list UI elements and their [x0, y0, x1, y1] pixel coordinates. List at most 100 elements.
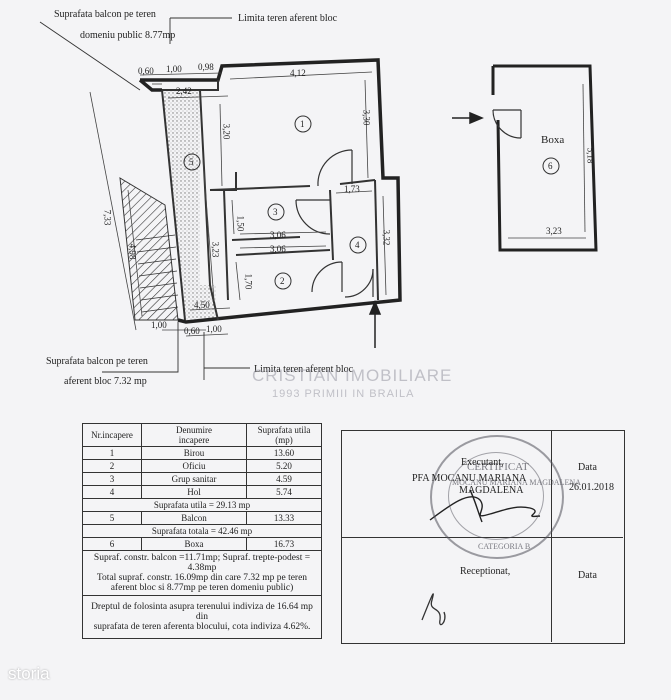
dim-label: 3,30: [361, 109, 372, 126]
room-number-2: 2: [280, 276, 285, 286]
cell-sup: 5.74: [246, 485, 322, 499]
boxa-number: 6: [548, 161, 553, 171]
dim-label: 4,98: [127, 243, 138, 260]
entry-arrow: [368, 300, 382, 348]
dim-label: 0,60: [138, 66, 154, 76]
cell-nr: 2: [82, 459, 142, 473]
note-balcony-bloc-1: Suprafata balcon pe teren: [46, 356, 148, 367]
room-number-4: 4: [355, 240, 360, 250]
dim-label: 1,70: [243, 273, 254, 290]
cell-nr: 1: [82, 446, 142, 460]
cell-nr: 5: [82, 511, 142, 525]
receptionat-label: Receptionat,: [460, 566, 511, 577]
cell-sup: 4.59: [246, 472, 322, 486]
dim-label: 3,32: [381, 229, 392, 246]
note-limit-bottom: Limita teren aferent bloc: [254, 364, 354, 375]
stair-steps: [135, 234, 179, 313]
brand-logo: storia: [8, 664, 50, 683]
note-line: Total supraf. constr. 16.09mp din care 7…: [96, 573, 308, 583]
dim-label: 3,06: [270, 244, 286, 254]
inner-walls: [161, 80, 379, 321]
boxa-arrow: [452, 111, 484, 125]
header-den-1: Denumire: [176, 425, 212, 435]
cell-sup: 13.60: [246, 446, 322, 460]
header-den-2: incapere: [178, 435, 210, 445]
boxa-width: 3,23: [546, 226, 562, 236]
dim-label: 3,23: [210, 241, 221, 258]
dim-label: 3,20: [221, 123, 232, 140]
dim-label: 1,00: [151, 320, 167, 330]
header-sup-1: Suprafata utila: [257, 425, 311, 435]
room-markers: [183, 115, 560, 290]
executant-name-2: MAGDALENA: [459, 485, 524, 496]
dim-label: 7,33: [102, 209, 113, 226]
cell-nr: 4: [82, 485, 142, 499]
cell-nr: 6: [82, 537, 142, 551]
stamp-seal: [430, 435, 564, 559]
total-utila: Suprafata utila = 29.13 mp: [82, 498, 322, 512]
cell-den: Boxa: [141, 537, 247, 551]
cell-den: Grup sanitar: [141, 472, 247, 486]
door-arcs: [295, 149, 374, 298]
divider: [551, 430, 552, 642]
cell-den: Balcon: [141, 511, 247, 525]
note-line: Supraf. constr. balcon =11.71mp; Supraf.…: [93, 553, 311, 573]
date-label: Data: [578, 462, 597, 473]
executant-label: Executant,: [461, 457, 504, 468]
boxa-outline: [491, 64, 598, 252]
header-nr: Nr.incapere: [82, 423, 142, 447]
boxa-title: Boxa: [541, 134, 565, 146]
dimension-lines: [89, 71, 387, 337]
dim-label: 1,00: [206, 324, 222, 334]
dim-label: 0,60: [184, 326, 200, 336]
room-number-3: 3: [273, 207, 278, 217]
note-line: Dreptul de folosinta asupra terenului in…: [91, 602, 313, 622]
stamp-category: CATEGORIA B: [478, 542, 531, 551]
note-balcony-bloc-2: aferent bloc 7.32 mp: [64, 376, 147, 387]
cell-sup: 16.73: [246, 537, 322, 551]
dim-label: 3,06: [270, 230, 286, 240]
header-sup-2: (mp): [275, 435, 293, 445]
dim-label: 1,50: [235, 215, 246, 232]
stamp-name: MOCANU MARIANA MAGDALENA: [452, 478, 581, 487]
cell-den: Hol: [141, 485, 247, 499]
table-row: Supraf. constr. balcon =11.71mp; Supraf.…: [82, 550, 322, 596]
note-limit-top: Limita teren aferent bloc: [238, 13, 338, 24]
note-balcony-public-2: domeniu public 8.77mp: [80, 30, 176, 41]
note-line: suprafata de teren aferenta blocului, co…: [93, 622, 311, 632]
cell-sup: 5.20: [246, 459, 322, 473]
dim-label: 0,98: [198, 62, 214, 72]
outer-walls: [138, 58, 402, 324]
cell-nr: 3: [82, 472, 142, 486]
watermark-name: CRISTIAN IMOBILIARE: [252, 366, 453, 385]
watermark-sub: 1993 PRIMIII IN BRAILA: [272, 388, 415, 400]
callout-leaders: [39, 17, 250, 380]
table-row: Dreptul de folosinta asupra terenului in…: [82, 595, 322, 639]
balcony-area: [163, 90, 216, 320]
table-row: Suprafata totala = 42.46 mp: [82, 524, 322, 538]
total-totala: Suprafata totala = 42.46 mp: [82, 524, 322, 538]
executant-name: PFA MOCANU MARIANA: [412, 473, 527, 484]
room-number-5: 5: [189, 157, 194, 167]
dim-label: 1,73: [344, 184, 360, 194]
boxa-door: [492, 109, 522, 139]
dim-label: 1,00: [166, 64, 182, 74]
dim-label: 4,50: [194, 300, 210, 310]
stamp-text: CERTIFICAT: [467, 461, 529, 473]
dim-label: 4,12: [290, 68, 306, 78]
stamp-seal-inner: [448, 452, 544, 540]
boxa-dims: [508, 83, 586, 239]
note-line: aferent bloc si 8.77mp pe teren domeniu …: [110, 583, 294, 593]
signature-scribble-2: [421, 593, 446, 626]
boxa-height: 5,18: [585, 147, 596, 164]
table-row: Suprafata utila = 29.13 mp: [82, 498, 322, 512]
